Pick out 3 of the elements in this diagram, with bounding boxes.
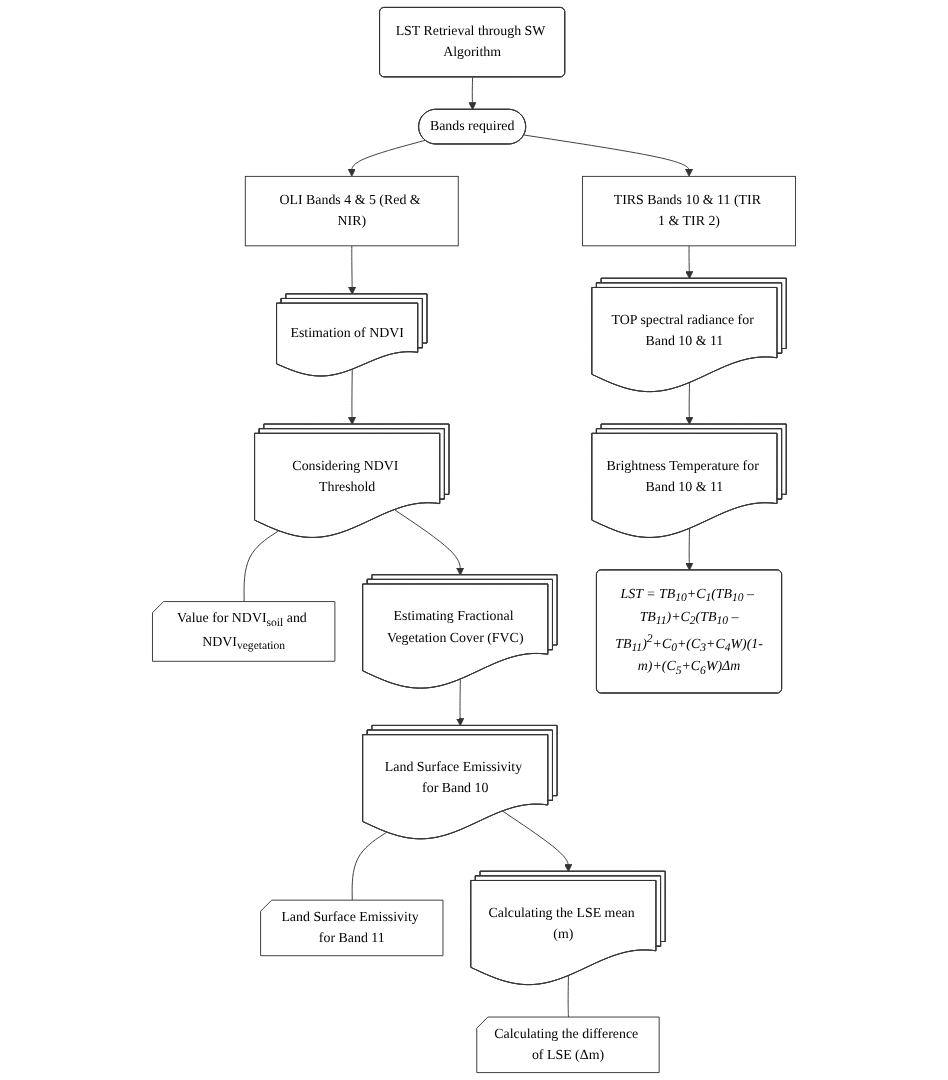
connector xyxy=(243,530,280,603)
connector xyxy=(567,975,569,1018)
connector xyxy=(351,831,388,902)
